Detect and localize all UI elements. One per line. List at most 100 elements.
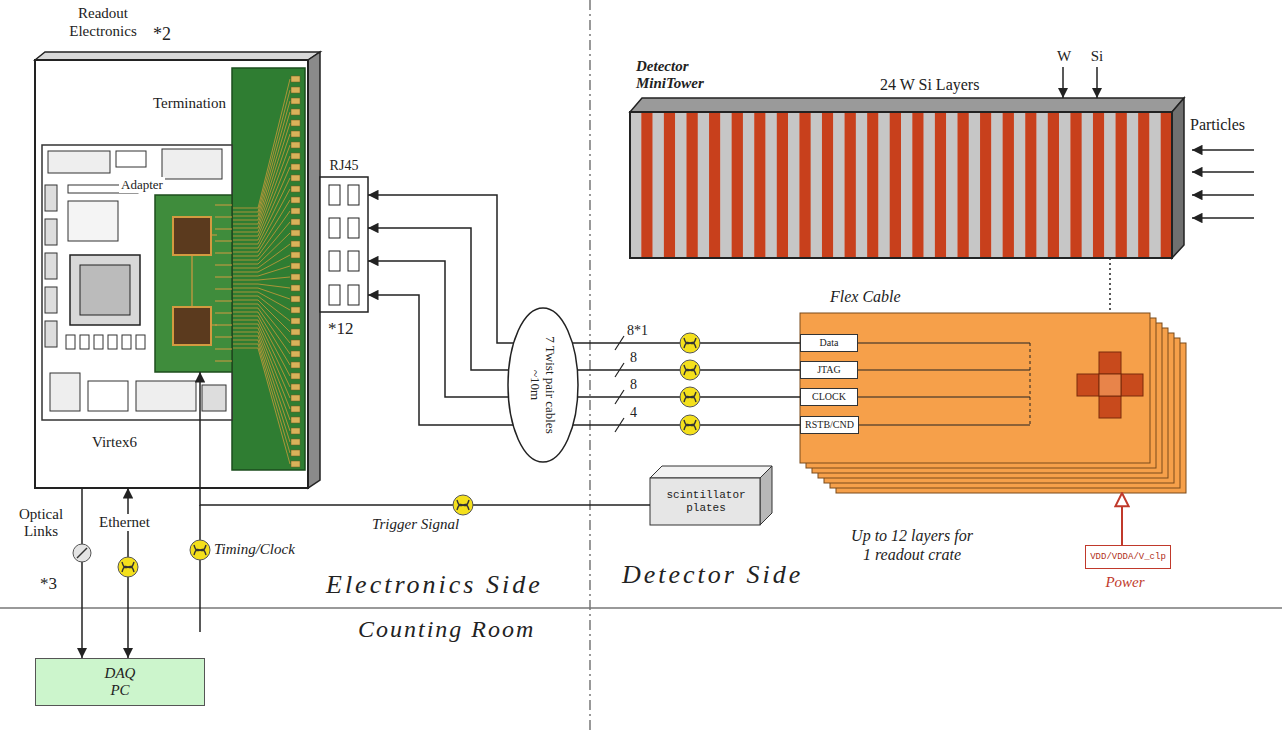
drawing-part [232,178,290,244]
drawing-part [291,351,300,357]
supply-label: VDD/VDDA/V_clp [1090,552,1166,563]
text-holder: *2 [153,24,171,45]
rj45-block: RJ45*12 [320,177,368,312]
drawing-part [856,370,1030,371]
drawing-part [94,335,103,349]
drawing-part [45,253,57,279]
drawing-part [48,151,110,173]
detector-label: scintillator plates [656,489,756,515]
drawing-part [136,381,196,411]
text-holder: RJ45 [320,158,368,174]
drawing-part [232,304,290,343]
beam-label: Particles [1190,116,1245,134]
detector-minitower: Detector MiniTower24 W Si Layers [630,98,1184,258]
drawing-part [1059,112,1071,258]
drawing-part [232,123,290,224]
board-label: Termination [118,95,226,112]
drawing-part [653,112,665,258]
drawing-part [215,241,232,242]
text-holder: Power [1095,574,1155,591]
bus-slash [615,336,624,350]
drawing-part [173,217,211,255]
drawing-part [720,112,732,258]
adapter-board-drawing [155,195,232,372]
readout-crate: Readout Electronics*2TerminationVirtex6A… [35,60,308,488]
drawing-part [1037,112,1049,258]
drawing-part [45,219,57,245]
drawing-part [1082,112,1094,258]
optical-icon [73,544,91,562]
drawing-part [1161,112,1173,258]
drawing-part [291,153,300,159]
drawing-part [291,131,300,137]
drawing-part [80,265,130,315]
signal-port: CLOCK [800,388,858,406]
text-holder: Virtex6 [92,434,137,451]
drawing-part [680,333,700,353]
text-holder: Electronics Side [326,570,543,600]
connector [368,261,508,397]
layer-count: 24 W Si Layers [880,76,979,94]
detector-minitower-drawing [630,98,1184,258]
drawing-part [348,285,359,305]
text-holder: Counting Room [358,616,535,643]
drawing-part [1172,98,1184,258]
text-holder: Termination [118,95,226,112]
drawing-part [215,217,232,218]
drawing-part [108,335,117,349]
drawing-part [1030,343,1031,425]
drawing-part [856,343,1030,344]
signal-port: JTAG [800,361,858,379]
drawing-part [867,112,879,258]
drawing-part [215,313,232,314]
adapter-board: Adapter [155,195,232,372]
connector [1109,258,1111,313]
drawing-part [329,185,340,205]
drawing-part [50,373,80,411]
drawing-part [232,348,290,464]
drawing-part [190,540,210,560]
drawing-part [329,285,340,305]
pc-label: DAQ PC [98,665,142,699]
drawing-part [291,241,300,247]
connector [572,342,800,344]
drawing-part [215,289,232,290]
drawing-part [232,68,305,470]
pointer-label: Si [1086,48,1108,65]
drawing-part [856,112,868,258]
drawing-part [1014,112,1026,258]
drawing-part [291,373,300,379]
drawing-part [348,218,359,238]
drawing-part [1077,374,1099,396]
drawing-part [291,186,300,192]
timing-wire [199,505,201,632]
board-label: Virtex6 [92,434,137,451]
drawing-part [709,112,721,258]
drawing-part [291,318,300,324]
drawing-part [73,544,91,562]
connector-label: RJ45 [320,158,368,174]
drawing-part [173,307,211,345]
drawing-part [232,244,290,268]
bus-slash [615,418,624,432]
edge-label: Optical Links [6,506,76,540]
drawing-part [291,406,300,412]
drawing-part [329,218,340,238]
drawing-part [1099,396,1121,418]
drawing-part [1138,112,1150,258]
drawing-part [291,142,300,148]
drawing-part [329,251,340,271]
text-holder: 4 [630,405,637,421]
signal-name: JTAG [817,364,841,376]
drawing-part [215,229,232,230]
drawing-part [1070,112,1082,258]
pointer-arrow [1062,67,1064,98]
daq-pc: DAQ PC [35,658,205,706]
drawing-part [957,112,969,258]
drawing-part [453,495,473,515]
cable-icon [680,387,700,407]
rj45-block-drawing [320,177,368,312]
drawing-part [155,195,232,372]
drawing-part [980,112,992,258]
text-holder: 24 W Si Layers [880,76,979,94]
